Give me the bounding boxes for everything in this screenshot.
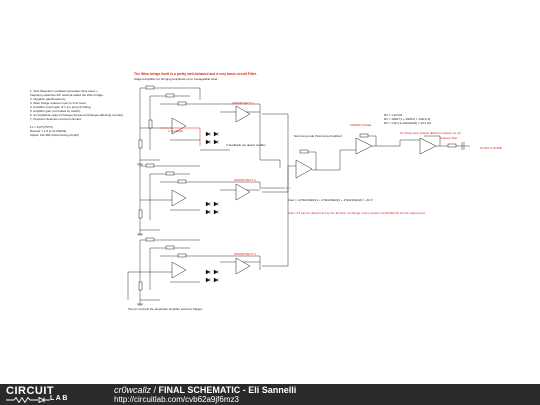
logo-text-lab: LAB (50, 395, 69, 402)
amp-stage: OPAMP STAGE R1 = 1 kΩ R2 R1 = 10kΩ*(1 + … (350, 113, 432, 155)
summing-stage: Summing node (Summing Amplifier) G = Vou… (262, 113, 426, 267)
note-line: 2. Negative gain/frequency (30, 97, 66, 101)
opamp-amp-stage[interactable] (355, 137, 373, 155)
diode (205, 269, 211, 275)
ground-icon (137, 160, 143, 166)
project-title: cr0wcallz / FINAL SCHEMATIC - Eli Sannel… (114, 386, 296, 395)
opamp-label-3: OPAMP SECT 3 (234, 252, 256, 256)
detector-note: V feedback net detect rectifier (226, 143, 266, 147)
project-name[interactable]: FINAL SCHEMATIC (158, 385, 241, 395)
gain-note: Gain of 5 can be determined by the funct… (288, 211, 426, 215)
diode (205, 139, 211, 145)
schematic-drawing: The Wien bridge itself is a pretty well-… (30, 72, 502, 311)
resistor[interactable] (165, 93, 175, 98)
inv-note: R1 = 1 kΩ R2 (384, 113, 402, 117)
opamp-label-2: OPAMP SECT 2 (234, 178, 256, 182)
resistor[interactable] (299, 149, 309, 154)
opamp-wien-3[interactable] (171, 261, 187, 279)
opamp-section-2[interactable] (235, 183, 251, 201)
inv-formula-1: R1 = 10kΩ*(1 + R2/R1) = 10k(1+5) (384, 117, 430, 121)
resistor[interactable] (138, 281, 143, 291)
resistor[interactable] (145, 85, 155, 90)
resistor[interactable] (177, 101, 187, 106)
opamp-stage-4[interactable] (419, 137, 437, 155)
diode (205, 131, 211, 137)
side-note: Adjust: 10k-50k (Determining Amplif) (30, 133, 79, 137)
filter-label: Ambient filter (440, 136, 458, 140)
note-line: 7. Precision detection and Amp limited (30, 117, 81, 121)
diode (205, 277, 211, 283)
opamp-section-3[interactable] (235, 257, 251, 275)
schematic-title: The Wien bridge itself is a pretty well-… (134, 72, 257, 76)
title-separator: / (151, 385, 159, 395)
diode (213, 209, 219, 215)
resistor[interactable] (165, 245, 175, 250)
stage-4-label: 10 Times amp (Adjust different outputs o… (400, 131, 461, 135)
note-line: 5. Amplifier gain (controlled by switch) (30, 109, 80, 113)
title-dash: - (240, 385, 249, 395)
opamp-wien-2[interactable] (171, 189, 187, 207)
diode (213, 277, 219, 283)
schematic-canvas[interactable]: The Wien bridge itself is a pretty well-… (0, 0, 540, 384)
filter-capacitor[interactable] (461, 142, 465, 150)
section-2: OPAMP SECT 2 (137, 163, 285, 236)
resistor[interactable] (177, 253, 187, 258)
project-url[interactable]: http://circuitlab.com/cvb62a9jf6mz3 (114, 395, 239, 404)
note-line: 4. Amplifier circuit gain of 1 (no amp) … (30, 105, 91, 109)
section-1: OPAMP SECT 1 V feedback V feedback net d… (137, 85, 281, 168)
note-line: frequency-selective RC network called th… (30, 93, 104, 97)
bottom-note: Top pin controls the amplitude amplifier… (128, 307, 203, 311)
output-label: OUTPUT NODE (480, 146, 502, 150)
diode (213, 269, 219, 275)
resistor[interactable] (145, 163, 155, 168)
resistor[interactable] (138, 209, 143, 219)
inv-formula-2: R2 = 1 kΩ (1+10kΩ/1kΩ) = 10.1 kΩ (384, 121, 432, 125)
logo-text-circuit: CIRCUIT (6, 385, 55, 397)
diode (205, 209, 211, 215)
summing-label: Summing node (Summing Amplifier) (294, 134, 342, 138)
footer-bar: CIRCUIT LAB cr0wcallz / FINAL SCHEMATIC … (0, 384, 540, 405)
section-3: OPAMP SECT 3 Top pin controls the amplit… (127, 237, 261, 311)
schematic-subtitle: Staged amplifier for bringing amplitude … (134, 77, 218, 81)
resistor[interactable] (359, 133, 369, 138)
project-user[interactable]: cr0wcallz (114, 385, 152, 395)
note-line: 1. Sine Waveform oscillator generates Si… (30, 89, 98, 93)
detector-label: V feedback (168, 129, 184, 133)
stage-4: 10 Times amp (Adjust different outputs o… (400, 131, 502, 155)
opamp-label-1: OPAMP SECT 1 (232, 101, 254, 105)
diode (213, 201, 219, 207)
resistor[interactable] (177, 179, 187, 184)
resistor[interactable] (148, 119, 153, 129)
project-author: Eli Sannelli (248, 385, 297, 395)
resistor[interactable] (145, 237, 155, 242)
side-note: Fc = 1/(2*pi*R*C) (30, 125, 53, 129)
diode (213, 139, 219, 145)
note-line: 6. an amplitude output (changes frequenc… (30, 113, 123, 117)
note-line: 3. Wien bridge reduces input to 1mV leve… (30, 101, 86, 105)
opamp-wien-1[interactable] (171, 117, 187, 135)
side-note: Rcenter = 1.5 pi /(1.05k/2k) (30, 129, 66, 133)
gain-label: G = (286, 186, 291, 190)
resistor[interactable] (165, 171, 175, 176)
ground-icon (137, 230, 143, 236)
opamp-section-1[interactable] (235, 105, 251, 123)
ground-icon (137, 300, 143, 306)
side-notes-block: Fc = 1/(2*pi*R*C) Rcenter = 1.5 pi /(1.0… (30, 125, 79, 137)
opamp-summing[interactable] (295, 159, 313, 179)
diode (205, 201, 211, 207)
amp-stage-label: OPAMP STAGE (350, 123, 371, 127)
notes-block: 1. Sine Waveform oscillator generates Si… (30, 89, 123, 121)
resistor-icon (6, 397, 50, 403)
diode (213, 131, 219, 137)
vout-formula: Vout = -(27kΩ/10kΩ)(1 + 27kΩ/10kΩ)(2 + 2… (288, 198, 373, 202)
circuitlab-logo[interactable]: CIRCUIT LAB (6, 386, 94, 403)
filter-resistor[interactable] (447, 143, 457, 148)
resistor[interactable] (138, 139, 143, 149)
